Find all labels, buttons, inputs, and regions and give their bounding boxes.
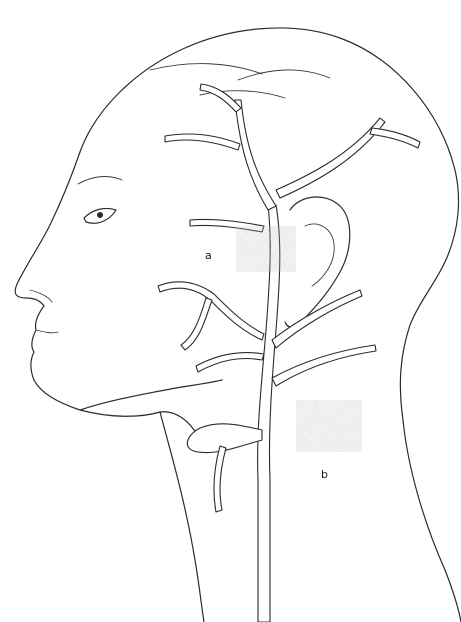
facial-artery-subbranch (181, 298, 212, 350)
eyebrow (78, 177, 122, 184)
temporal-branch-mid (165, 134, 240, 150)
label-a: a (205, 249, 212, 262)
ear-inner (305, 224, 334, 286)
posterior-auricular-branch (272, 290, 362, 348)
occipital-branch (370, 128, 420, 148)
pupil (97, 212, 103, 218)
temporal-branch-front (235, 100, 276, 210)
region-b-shading (296, 400, 362, 452)
descending-side-vessel (214, 446, 226, 512)
label-b: b (321, 468, 328, 481)
face-profile (15, 152, 200, 440)
region-a-shading (236, 226, 296, 272)
nostril (30, 290, 52, 302)
temporal-branch-back (276, 118, 385, 198)
mouth-line (36, 330, 58, 333)
small-upper-branch (200, 84, 241, 112)
lower-neck-branch (272, 345, 376, 386)
jaw-line (80, 380, 222, 410)
hair-line-2 (238, 70, 330, 80)
lingual-branch (196, 353, 264, 373)
facial-artery-branch (158, 282, 264, 340)
hair-line-1 (150, 64, 262, 74)
